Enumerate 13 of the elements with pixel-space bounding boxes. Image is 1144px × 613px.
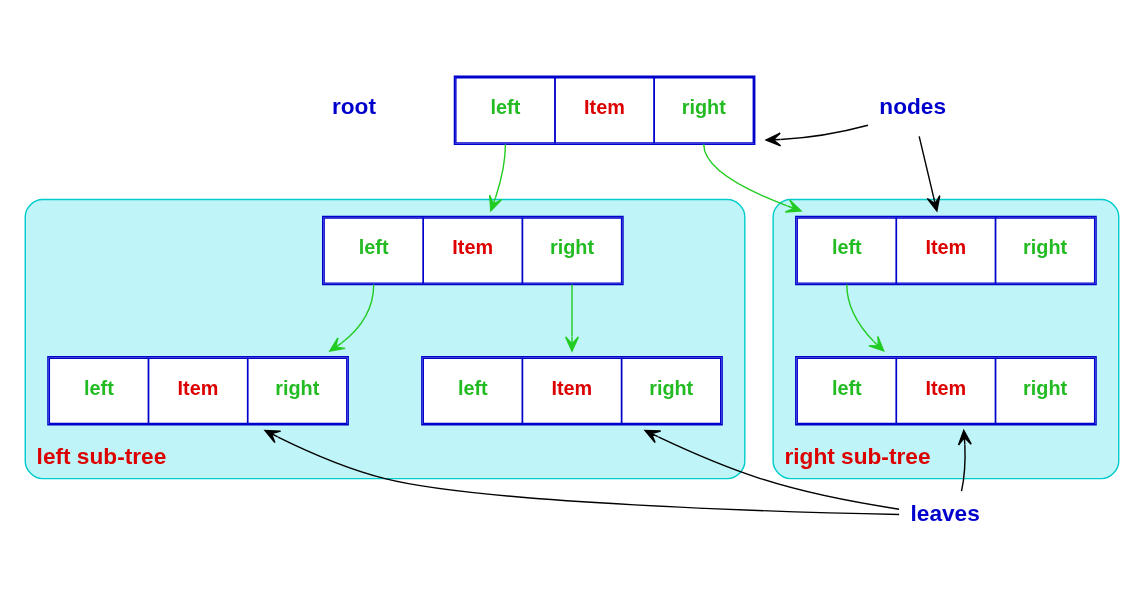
arrow	[765, 124, 869, 147]
arrow	[846, 283, 885, 352]
arrow	[329, 283, 375, 352]
node-text: nodes	[879, 93, 947, 120]
arrow	[488, 143, 507, 212]
arrow	[644, 429, 900, 510]
arrow	[564, 283, 580, 352]
label: root	[331, 93, 376, 120]
arrow	[918, 135, 941, 212]
arrow	[957, 429, 972, 492]
arrow	[703, 143, 802, 213]
node-text: leaves	[910, 499, 980, 526]
arrow	[264, 429, 900, 516]
